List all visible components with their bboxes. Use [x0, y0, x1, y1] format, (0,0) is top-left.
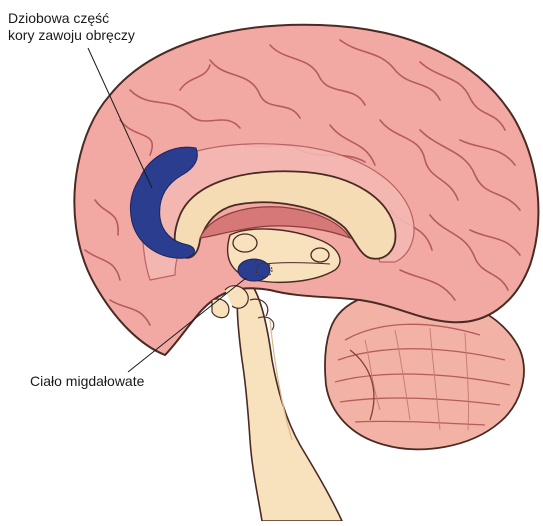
amygdala-highlight [238, 259, 270, 281]
brainstem [237, 285, 342, 521]
amygdala-label: Ciało migdałowate [30, 373, 144, 390]
anterior-cingulate-label: Dziobowa część kory zawoju obręczy [8, 10, 135, 44]
acc-label-line2: kory zawoju obręczy [8, 27, 135, 44]
acc-label-line1: Dziobowa część [8, 10, 135, 27]
